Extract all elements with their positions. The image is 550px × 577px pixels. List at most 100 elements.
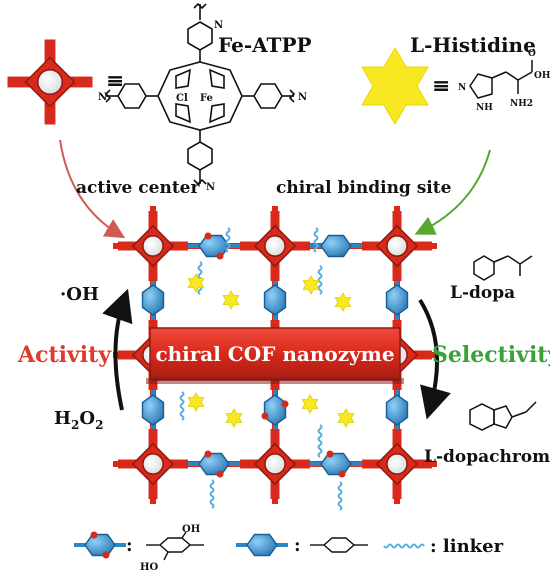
benzene-ring [198, 234, 230, 258]
hydroxyl-dot [281, 400, 289, 408]
benzene-linker [261, 384, 289, 436]
linker-chain [383, 543, 425, 549]
fe-atpp-label: Fe-ATPP [218, 33, 312, 57]
legend-sep-1: : [126, 535, 133, 556]
node-hole [264, 235, 286, 257]
benzene-ring [263, 284, 287, 316]
benzene-ring [141, 394, 165, 426]
porphyrin-node [240, 429, 310, 499]
benzene-ring [320, 452, 352, 476]
histidine-star [187, 273, 205, 293]
porphyrin-node [118, 211, 188, 281]
benzene-ring [320, 234, 352, 258]
benzene-ring [263, 394, 287, 426]
benzene-linker [310, 234, 362, 258]
chem-fe: Fe [200, 93, 213, 104]
node-hole [386, 453, 408, 475]
legend-oh-bottom: HO [140, 562, 158, 573]
bond [181, 531, 187, 539]
porphyrin-node [7, 39, 93, 125]
linker-chain [313, 227, 319, 253]
l-dopachrome-label: L-dopachrome [424, 447, 550, 467]
porphyrin-node-icon [7, 39, 93, 125]
activity-arrow [102, 288, 133, 411]
hydroxyl-dot [326, 450, 334, 458]
histidine-star [225, 408, 243, 428]
linker-chain [317, 265, 323, 295]
benzene-linker [74, 531, 126, 559]
benzene-linker [385, 274, 409, 326]
legend-benzene-structure [310, 537, 368, 553]
benzene-linker [188, 232, 240, 260]
fe-atpp-structure [104, 2, 296, 186]
benzene-linker [385, 384, 409, 436]
ring [158, 537, 192, 553]
hydroxyl-dot [261, 412, 269, 420]
his-nh2: NH2 [510, 99, 533, 109]
l-dopa-structure [473, 255, 533, 281]
his-nh: NH [476, 103, 493, 113]
benzene-ring [84, 533, 116, 557]
node-hole [386, 235, 408, 257]
histidine-star [301, 394, 319, 414]
histidine-star [302, 275, 320, 295]
porphyrin-node [362, 211, 432, 281]
selectivity-arrow [418, 298, 451, 420]
linker-chain [197, 261, 203, 295]
histidine-star [222, 290, 240, 310]
benzene-ring [246, 533, 278, 557]
chem-cl: Cl [176, 93, 188, 104]
hydroxyl-dot [204, 232, 212, 240]
node-hole [142, 235, 164, 257]
benzene-linker [263, 274, 287, 326]
histidine-structure [469, 60, 533, 99]
histidine-star-icon [361, 47, 429, 125]
benzene-ring [141, 284, 165, 316]
benzene-linker [188, 450, 240, 478]
benzene-ring [385, 394, 409, 426]
histidine-star [187, 392, 205, 412]
oh-radical-label: ·OH [60, 284, 99, 305]
benzene-linker [310, 450, 362, 478]
node-hole [142, 453, 164, 475]
l-dopachrome-structure [469, 401, 537, 431]
benzene-linker [141, 384, 165, 436]
legend [74, 531, 425, 561]
node-hole [37, 69, 63, 95]
hydroxyl-dot [216, 470, 224, 478]
linker-chain [317, 424, 323, 458]
chem-n-top: N [214, 20, 223, 31]
benzene-ring [198, 452, 230, 476]
his-oh: OH [534, 71, 550, 81]
legend-oh-top: OH [182, 524, 200, 535]
porphyrin-node [118, 429, 188, 499]
legend-sep-2: : [294, 535, 301, 556]
benzene-linker [236, 533, 288, 557]
hydroxyl-dot [204, 450, 212, 458]
h2o2-label: H2O2 [54, 408, 103, 432]
legend-diol-structure [146, 531, 204, 561]
porphyrin-node [240, 211, 310, 281]
nanozyme-banner [146, 327, 404, 384]
l-dopa-label: L-dopa [450, 283, 515, 303]
binding-site-arrow [414, 149, 491, 235]
linker-chain [179, 391, 185, 421]
active-center-label: active center [76, 178, 200, 198]
linker-chain [337, 481, 343, 511]
his-n: N [458, 83, 466, 93]
porphyrin-node [362, 429, 432, 499]
equiv-symbol-right: ≡ [432, 73, 450, 99]
histidine-label: L-Histidine [410, 33, 536, 57]
hydroxyl-dot [216, 252, 224, 260]
chem-n-left: N [98, 92, 107, 103]
his-o: O [528, 49, 536, 59]
histidine-star [334, 292, 352, 312]
hydroxyl-dot [338, 470, 346, 478]
linker-chain [225, 227, 231, 253]
linker-chain [209, 479, 215, 509]
chiral-binding-site-label: chiral binding site [276, 178, 452, 198]
hydroxyl-dot [102, 551, 110, 559]
activity-label: Activity [17, 342, 112, 368]
histidine-star [337, 408, 355, 428]
